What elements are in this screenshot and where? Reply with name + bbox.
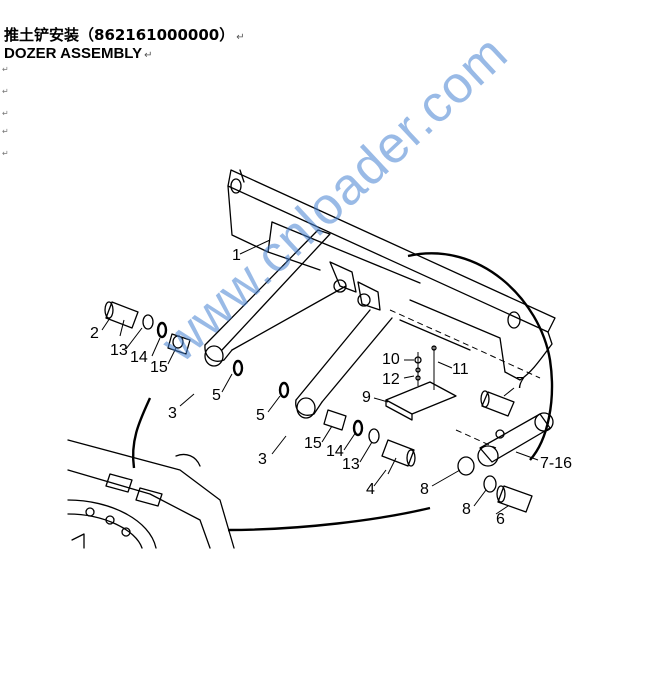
callout-3: 3 <box>168 405 177 422</box>
callout-14: 14 <box>130 349 148 366</box>
callout-11: 11 <box>452 361 469 378</box>
callout-5: 5 <box>256 407 265 424</box>
callout-13: 13 <box>110 342 128 359</box>
callout-2: 2 <box>90 325 99 342</box>
empty-paragraph-mark: ↵ <box>2 65 9 74</box>
left-pin-group <box>104 301 244 377</box>
document-title-chinese: 推土铲安装（862161000000）↵ <box>4 26 245 44</box>
push-arm-frame <box>204 229 393 419</box>
phantom-outline-right <box>407 252 554 461</box>
bracket-plate <box>385 345 457 421</box>
empty-paragraph-mark: ↵ <box>2 149 9 158</box>
callout-8: 8 <box>420 481 429 498</box>
callout-10: 10 <box>382 351 400 368</box>
cylinder-assembly <box>457 390 554 513</box>
phantom-outline-lower <box>227 506 431 532</box>
callout-7-16: 7-16 <box>540 455 572 472</box>
empty-paragraph-mark: ↵ <box>2 109 9 118</box>
undercarriage-frame <box>67 439 235 549</box>
callout-9: 9 <box>362 389 371 406</box>
document-title-english: DOZER ASSEMBLY↵ <box>4 45 153 62</box>
callout-8: 8 <box>462 501 471 518</box>
callout-7: 7 <box>516 375 525 392</box>
alignment-line <box>455 429 497 449</box>
callout-13: 13 <box>342 456 360 473</box>
callout-14: 14 <box>326 443 344 460</box>
callout-15: 15 <box>150 359 168 376</box>
paragraph-mark: ↵ <box>236 32 245 43</box>
callout-3: 3 <box>258 451 267 468</box>
paragraph-mark: ↵ <box>144 50 153 61</box>
callout-5: 5 <box>212 387 221 404</box>
empty-paragraph-mark: ↵ <box>2 87 9 96</box>
callout-1: 1 <box>232 247 241 264</box>
callout-15: 15 <box>304 435 322 452</box>
callout-4: 4 <box>366 481 375 498</box>
empty-paragraph-mark: ↵ <box>2 127 9 136</box>
dozer-blade <box>227 169 556 381</box>
callout-12: 12 <box>382 371 400 388</box>
phantom-outline-left <box>131 397 152 469</box>
right-pin-group <box>278 381 416 475</box>
callout-6: 6 <box>496 511 505 528</box>
